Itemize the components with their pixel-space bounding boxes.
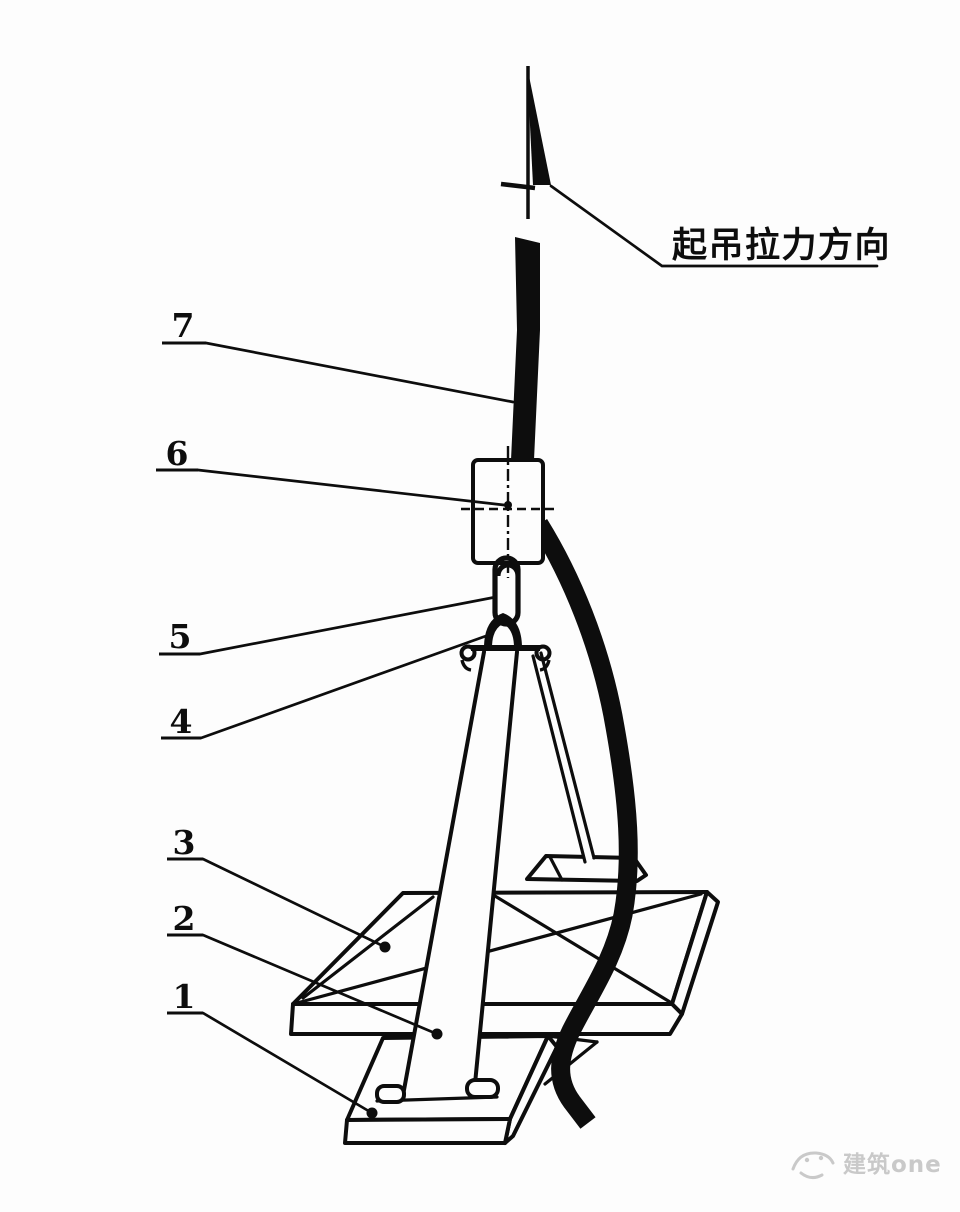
leader-line-2 bbox=[201, 933, 439, 1036]
part-label-6: 6 bbox=[156, 434, 506, 507]
leader-line-3 bbox=[201, 857, 387, 949]
part-label-2: 2 bbox=[167, 899, 443, 1040]
part-number: 7 bbox=[172, 306, 195, 345]
leader-line-7 bbox=[204, 341, 515, 404]
column bbox=[402, 650, 519, 1096]
part-label-1: 1 bbox=[167, 977, 378, 1119]
part-label-5: 5 bbox=[159, 595, 498, 656]
watermark: 建筑one bbox=[791, 1151, 942, 1180]
column-foot bbox=[375, 1078, 500, 1104]
hoist-cable bbox=[511, 237, 638, 1129]
leader-dot bbox=[366, 1107, 378, 1119]
part-number: 4 bbox=[170, 702, 193, 741]
part-label-7: 7 bbox=[162, 306, 515, 404]
sling-rod bbox=[531, 651, 596, 864]
lift-direction-label: 起吊拉力方向 bbox=[672, 226, 891, 266]
part-label-3: 3 bbox=[167, 823, 391, 953]
shackle-hanger bbox=[459, 613, 552, 672]
part-label-4: 4 bbox=[161, 634, 488, 741]
leader-line-4 bbox=[199, 634, 488, 740]
leader-line-5 bbox=[198, 595, 498, 656]
arrow-tick bbox=[500, 181, 536, 191]
part-number: 1 bbox=[173, 977, 196, 1016]
part-number: 3 bbox=[173, 823, 196, 862]
leader-line-6 bbox=[196, 468, 506, 507]
part-number: 6 bbox=[166, 434, 189, 473]
leader-dot bbox=[431, 1028, 443, 1040]
cable-upper-segment bbox=[511, 237, 540, 460]
part-number: 2 bbox=[173, 899, 196, 938]
part-callouts: 7 6 5 4 3 2 bbox=[156, 306, 515, 1119]
lift-direction-arrow: 起吊拉力方向 bbox=[500, 66, 891, 268]
cable-lower-segment bbox=[530, 518, 638, 1129]
block-center-dot bbox=[504, 501, 512, 509]
leader-dot bbox=[379, 941, 391, 953]
cross-bracing bbox=[295, 891, 703, 1005]
arrowhead bbox=[527, 66, 551, 185]
middle-base-plate bbox=[289, 890, 720, 1036]
part-number: 5 bbox=[169, 617, 192, 656]
watermark-logo-icon bbox=[791, 1151, 835, 1180]
leader-line-1 bbox=[201, 1011, 374, 1115]
watermark-text: 建筑one bbox=[843, 1151, 942, 1178]
